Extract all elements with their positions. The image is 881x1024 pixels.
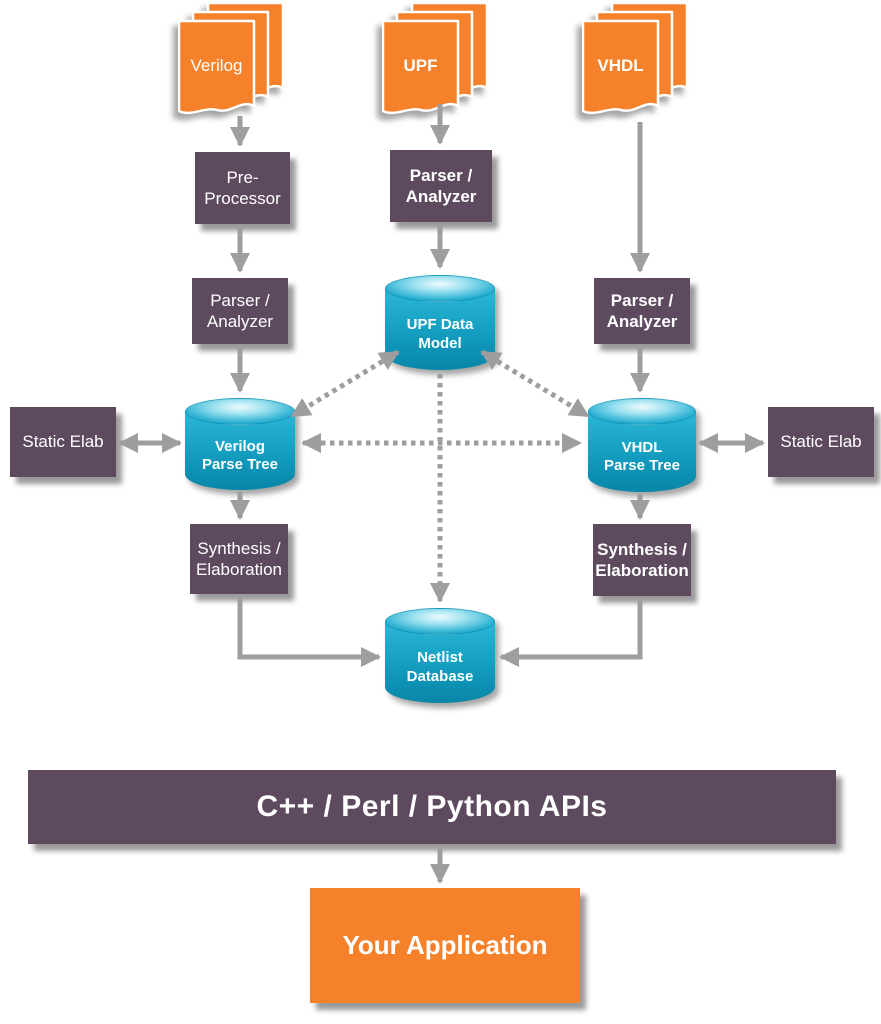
cylinder-top <box>385 608 495 635</box>
document-stack-icon <box>581 1 689 115</box>
vhdl-parse-tree-cylinder: VHDL Parse Tree <box>588 398 696 492</box>
cylinder-top <box>385 275 495 302</box>
synthesis-elaboration-left-box: Synthesis / Elaboration <box>190 524 288 594</box>
upf-parser-analyzer-label: Parser / Analyzer <box>405 165 477 206</box>
vhdl-parser-analyzer-label: Parser / Analyzer <box>606 290 678 331</box>
upf-source-stack: UPF <box>381 1 490 116</box>
pre-processor-label: Pre- Processor <box>204 167 281 208</box>
your-application-box: Your Application <box>310 888 580 1003</box>
static-elab-right-box: Static Elab <box>768 407 874 477</box>
document-stack-icon <box>381 1 489 115</box>
upf-source-label: UPF <box>403 56 438 75</box>
verilog-parse-tree-label: Verilog Parse Tree <box>202 437 278 473</box>
vhdl-parser-analyzer-box: Parser / Analyzer <box>594 278 690 344</box>
upf-data-model-label: UPF Data Model <box>406 316 474 352</box>
netlist-database-cylinder: Netlist Database <box>385 608 495 703</box>
verilog-parse-tree-cylinder: Verilog Parse Tree <box>185 398 295 490</box>
cylinder-top <box>185 398 295 425</box>
api-bar: C++ / Perl / Python APIs <box>28 770 836 844</box>
static-elab-left-label: Static Elab <box>22 432 104 452</box>
upf-parser-analyzer-box: Parser / Analyzer <box>390 150 492 222</box>
verilog-source-label: Verilog <box>190 56 243 75</box>
netlist-database-label: Netlist Database <box>406 649 474 685</box>
upf-data-model-cylinder: UPF Data Model <box>385 275 495 370</box>
synthesis-elaboration-right-label: Synthesis / Elaboration <box>595 539 689 580</box>
dotted-arrow-upf-model-to-verilog-tree <box>290 349 400 419</box>
arrow-synthesis-left-to-netlist <box>237 596 382 667</box>
verilog-source-stack: Verilog <box>177 1 286 116</box>
dotted-arrow-upf-model-to-vhdl-tree <box>480 349 590 419</box>
verilog-parser-analyzer-label: Parser / Analyzer <box>206 290 274 331</box>
vhdl-source-label: VHDL <box>597 56 644 75</box>
cylinder-top <box>588 398 696 425</box>
synthesis-elaboration-right-box: Synthesis / Elaboration <box>593 524 691 596</box>
api-bar-label: C++ / Perl / Python APIs <box>256 790 608 824</box>
static-elab-right-label: Static Elab <box>780 432 862 452</box>
synthesis-elaboration-left-label: Synthesis / Elaboration <box>195 538 282 579</box>
vhdl-source-stack: VHDL <box>581 1 690 116</box>
pre-processor-box: Pre- Processor <box>195 152 290 224</box>
arrow-synthesis-right-to-netlist <box>498 598 643 667</box>
verilog-parser-analyzer-box: Parser / Analyzer <box>192 278 288 344</box>
document-stack-icon <box>177 1 285 115</box>
your-application-label: Your Application <box>342 930 548 961</box>
static-elab-left-box: Static Elab <box>10 407 116 477</box>
vhdl-parse-tree-label: VHDL Parse Tree <box>604 438 680 474</box>
